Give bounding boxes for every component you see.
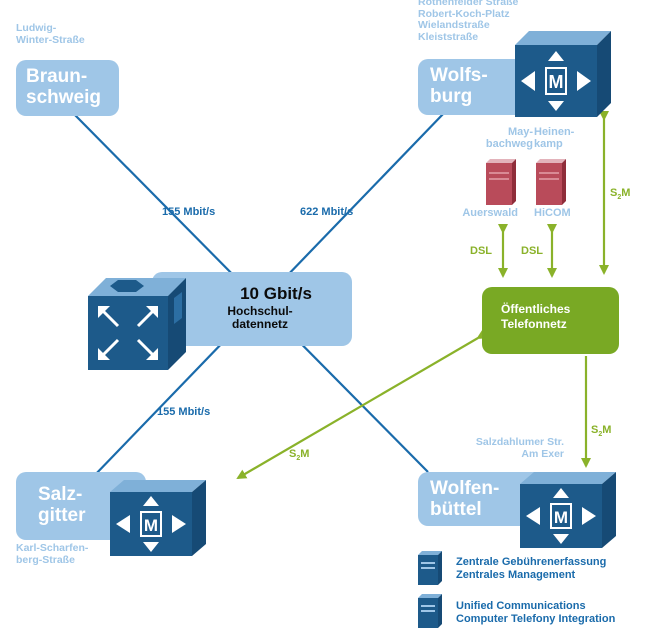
- pbx-auerswald-name: Auerswald: [462, 207, 518, 219]
- rate-wolfsburg: 622 Mbit/s: [300, 206, 354, 218]
- svg-text:M: M: [554, 508, 568, 527]
- arrow-s2m-salzgitter: [236, 329, 488, 480]
- wolfenbuettel-streets: Salzdahlumer Str. Am Exer: [475, 436, 564, 460]
- call-manager-icon: M: [110, 480, 206, 556]
- dsl-label-2: DSL: [521, 245, 543, 257]
- pbx-auerswald-location: May- bachweg: [485, 126, 533, 150]
- layer3-switch-icon: [88, 278, 186, 370]
- s2m-label-wolfenbuettel: S2M: [591, 424, 612, 439]
- core-speed: 10 Gbit/s: [240, 284, 312, 303]
- server-icon: [418, 551, 442, 585]
- s2m-label-salzgitter: S2M: [289, 448, 310, 463]
- call-manager-icon: M: [515, 31, 611, 117]
- pbx-hicom-name: HiCOM: [534, 207, 571, 219]
- call-manager-icon: M: [520, 472, 616, 548]
- svg-text:M: M: [549, 72, 564, 92]
- svg-text:M: M: [144, 516, 158, 535]
- pbx-hicom-location: Heinen- kamp: [534, 126, 575, 150]
- s2m-label-wolfsburg: S2M: [610, 187, 631, 202]
- rate-braunschweig: 155 Mbit/s: [162, 206, 216, 218]
- pbx-server-icon: [486, 159, 516, 205]
- wolfsburg-streets: Rothenfelder Straße Robert-Koch-Platz Wi…: [418, 0, 519, 43]
- public-telephone-network: Öffentliches Telefonnetz: [482, 287, 619, 354]
- salzgitter-street: Karl-Scharfen- berg-Straße: [16, 542, 89, 566]
- site-braunschweig: Braun- schweig: [16, 60, 119, 116]
- legend-unified-communications: Unified Communications Computer Telefony…: [456, 600, 616, 625]
- core-label: Hochschul- datennetz: [227, 304, 293, 331]
- server-icon: [418, 594, 442, 628]
- rate-salzgitter: 155 Mbit/s: [157, 406, 211, 418]
- pbx-server-icon: [536, 159, 566, 205]
- dsl-label-1: DSL: [470, 245, 492, 257]
- braunschweig-street: Ludwig- Winter-Straße: [16, 22, 85, 46]
- legend-billing-management: Zentrale Gebührenerfassung Zentrales Man…: [456, 556, 607, 581]
- site-wolfsburg: Wolfs- burg: [418, 59, 528, 115]
